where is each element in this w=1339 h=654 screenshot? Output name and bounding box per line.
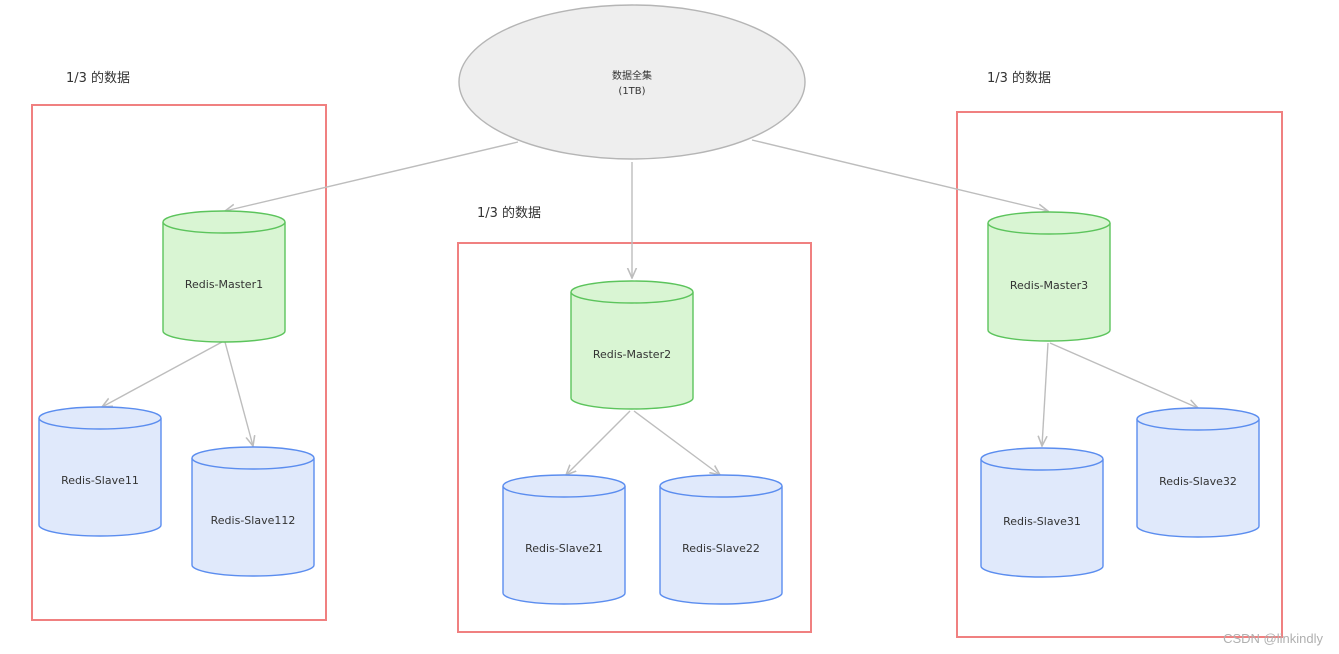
master-node-2: Redis-Master2	[570, 280, 694, 410]
slave-label-21: Redis-Slave21	[525, 542, 603, 555]
arrow-master1-to-slave112	[224, 341, 253, 446]
dataset-title: 数据全集	[612, 69, 652, 82]
master-node-3: Redis-Master3	[987, 211, 1111, 342]
slave-node-112: Redis-Slave112	[191, 446, 315, 577]
master-label-2: Redis-Master2	[593, 348, 671, 361]
slave-label-11: Redis-Slave11	[61, 474, 139, 487]
group-box-2	[457, 242, 812, 633]
slave-node-11: Redis-Slave11	[38, 406, 162, 537]
group-label-2: 1/3 的数据	[477, 206, 542, 221]
dataset-node: 数据全集 (1TB)	[458, 4, 806, 160]
master-label-3: Redis-Master3	[1010, 279, 1088, 292]
slave-label-112: Redis-Slave112	[211, 514, 296, 527]
slave-node-31: Redis-Slave31	[980, 447, 1104, 578]
slave-label-22: Redis-Slave22	[682, 542, 760, 555]
arrow-master2-to-slave21	[566, 410, 631, 475]
slave-node-22: Redis-Slave22	[659, 474, 783, 605]
slave-node-32: Redis-Slave32	[1136, 407, 1260, 538]
group-box-3	[956, 111, 1283, 638]
arrow-master1-to-slave11	[102, 341, 223, 407]
slave-label-31: Redis-Slave31	[1003, 515, 1081, 528]
arrow-master3-to-slave31	[1042, 342, 1049, 446]
group-box-1	[31, 104, 327, 621]
slave-node-21: Redis-Slave21	[502, 474, 626, 605]
dataset-size: (1TB)	[618, 86, 645, 97]
group-label-3: 1/3 的数据	[987, 71, 1052, 86]
arrow-dataset-to-master3	[751, 139, 1048, 211]
master-label-1: Redis-Master1	[185, 278, 263, 291]
group-label-1: 1/3 的数据	[66, 71, 131, 86]
master-node-1: Redis-Master1	[162, 210, 286, 343]
arrow-master3-to-slave32	[1049, 342, 1198, 408]
arrows	[102, 139, 1198, 475]
slave-label-32: Redis-Slave32	[1159, 475, 1237, 488]
arrow-master2-to-slave22	[633, 410, 720, 475]
arrow-dataset-to-master1	[225, 141, 519, 211]
watermark: CSDN @linkindly	[1223, 631, 1323, 646]
